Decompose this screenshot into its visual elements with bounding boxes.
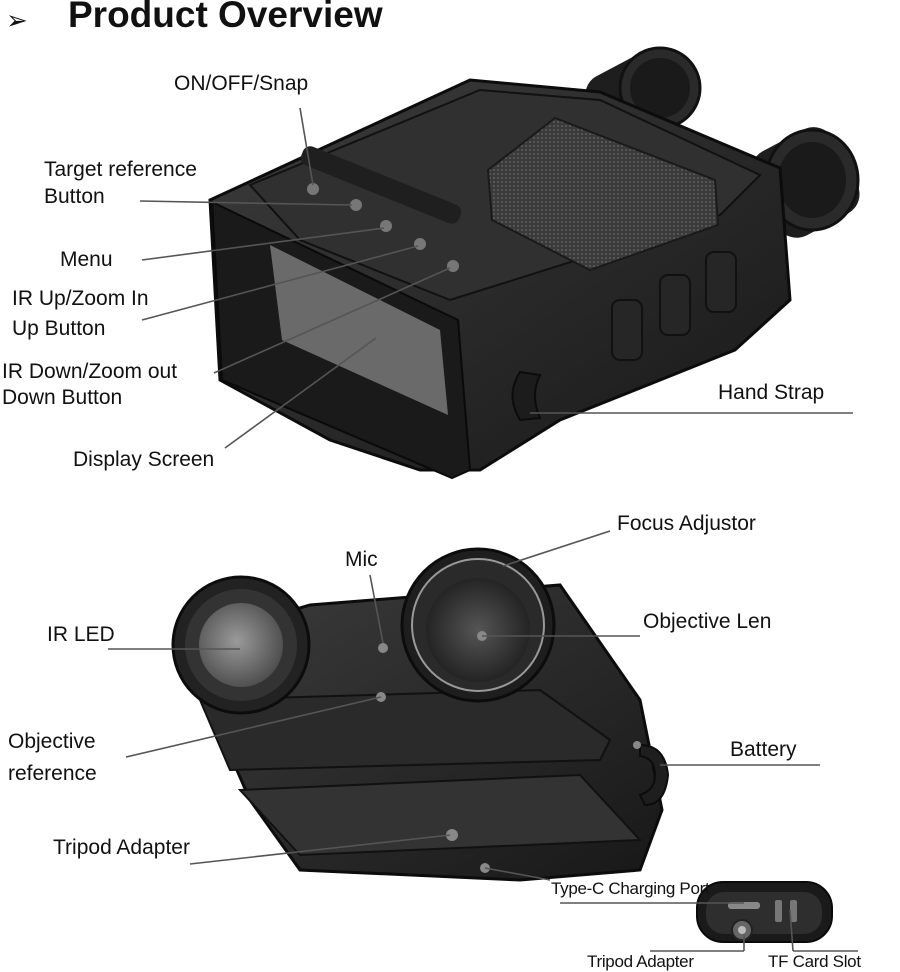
leader-ir-down: [213, 267, 451, 374]
label-objective-reference-line1: Objective: [8, 730, 96, 753]
leader-mic: [369, 574, 384, 644]
label-ir-down-line1: IR Down/Zoom out: [2, 360, 178, 383]
display-screen: [270, 245, 448, 415]
label-display-screen: Display Screen: [73, 448, 215, 471]
speaker-grille: [486, 116, 720, 272]
label-on-off-snap: ON/OFF/Snap: [174, 72, 309, 95]
label-tripod-adapter-bottom: Tripod Adapter: [587, 952, 694, 971]
objective-lens: [400, 547, 556, 703]
ir-led-lens: [171, 575, 311, 715]
battery-latch: [638, 743, 670, 807]
label-tripod-adapter: Tripod Adapter: [53, 836, 190, 859]
label-target-reference-line2: Button: [44, 185, 105, 208]
port-inset: [696, 881, 833, 943]
leader-on-off: [299, 107, 314, 186]
page-title: Product Overview: [68, 0, 383, 35]
leader-target-ref: [139, 200, 353, 206]
leader-ir-up: [141, 245, 419, 321]
tf-card-slot: [775, 900, 782, 922]
label-tf-card-slot: TF Card Slot: [768, 952, 861, 971]
label-type-c-charging-port: Type-C Charging Port: [551, 879, 710, 898]
leader-focus: [502, 530, 611, 567]
label-ir-down-line2: Down Button: [2, 386, 123, 409]
arrowhead-right-icon: ➢: [6, 6, 28, 36]
button-column: [300, 146, 462, 272]
leader-tripod: [189, 834, 451, 865]
leader-display: [224, 337, 377, 449]
binocular-rear-view: [208, 46, 860, 480]
tripod-adapter-hole: [446, 829, 458, 841]
label-objective-len: Objective Len: [643, 610, 772, 633]
leader-lines: [108, 107, 858, 952]
label-mic: Mic: [345, 548, 378, 571]
label-focus-adjustor: Focus Adjustor: [617, 512, 756, 535]
label-ir-up-line2: Up Button: [12, 317, 106, 340]
binocular-front-view: [171, 547, 670, 882]
mic-hole: [378, 643, 388, 653]
leader-menu: [141, 227, 385, 261]
label-objective-reference-line2: reference: [8, 762, 97, 785]
leader-tf-v: [789, 909, 794, 952]
label-target-reference-line1: Target reference: [44, 158, 197, 181]
leader-type-c-a: [484, 867, 551, 881]
label-ir-led: IR LED: [47, 623, 115, 646]
label-menu: Menu: [60, 248, 113, 271]
hand-strap: [511, 370, 542, 422]
label-ir-up-line1: IR Up/Zoom In: [12, 287, 149, 310]
label-battery: Battery: [730, 738, 797, 761]
leader-objective-ref: [125, 696, 382, 758]
label-hand-strap: Hand Strap: [718, 381, 825, 404]
